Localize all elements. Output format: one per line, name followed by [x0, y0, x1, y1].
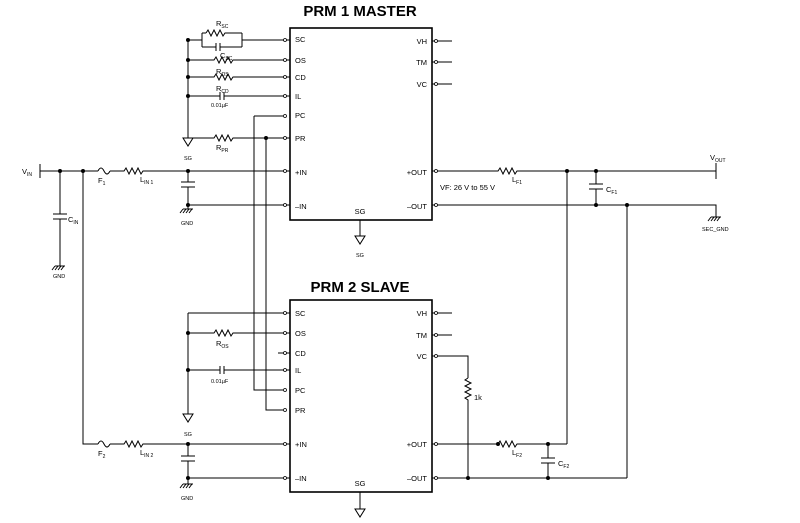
prm1-pin-tm: TM — [416, 58, 427, 67]
prm2-pin-tm: TM — [416, 331, 427, 340]
prm2-pin-il: IL — [295, 366, 301, 375]
pr-bus — [265, 138, 283, 411]
prm2-right-stubs — [432, 312, 469, 378]
cf2-label: CF2 — [558, 459, 569, 470]
c-il2-label: 0.01µF — [211, 379, 229, 385]
c-il1-label: 0.01µF — [211, 103, 229, 109]
lf1-label: LF1 — [512, 175, 522, 186]
cin-cap — [53, 171, 67, 262]
prm2-title: PRM 2 SLAVE — [311, 279, 410, 296]
prm1-bus-sg-symbol — [182, 133, 194, 147]
prm1-pin-minus-in: –IN — [295, 202, 307, 211]
cf1-label: CF1 — [606, 185, 617, 196]
prm2-pin-cd: CD — [295, 349, 306, 358]
prm2-pin-minus-out: –OUT — [407, 474, 427, 483]
prm1-title: PRM 1 MASTER — [303, 3, 417, 20]
prm1-pin-il: IL — [295, 92, 301, 101]
prm1-pin-plus-in: +IN — [295, 168, 307, 177]
prm2-pin-minus-in: –IN — [295, 474, 307, 483]
gnd-label-prm2: GND — [181, 496, 193, 502]
prm2-right-pins: VH TM VC +OUT –OUT — [407, 309, 428, 483]
prm2-pin-vc: VC — [417, 352, 428, 361]
vf-note: VF: 26 V to 55 V — [440, 183, 495, 192]
r-os2 — [188, 328, 290, 338]
input-rail-1 — [39, 164, 290, 178]
prm2-pin-plus-in: +IN — [295, 440, 307, 449]
prm2-box — [289, 299, 433, 493]
prm1-pin-vc: VC — [417, 80, 428, 89]
prm2-pin-os: OS — [295, 329, 306, 338]
prm1-pin-rings — [283, 38, 287, 140]
prm1-pin-sc: SC — [295, 35, 306, 44]
pc-bus — [253, 115, 283, 391]
prm2-pin-pr: PR — [295, 406, 306, 415]
prm1-sg-label: SG — [355, 207, 366, 216]
prm1-pin-pr: PR — [295, 134, 306, 143]
output-rail — [432, 163, 717, 179]
lin2-label: LIN 2 — [140, 448, 154, 459]
prm2-left-pins: SC OS CD IL PC PR +IN –IN — [295, 309, 307, 483]
gnd-label-prm1: GND — [181, 221, 193, 227]
cin-local-1 — [181, 171, 195, 205]
prm2-sg-symbol — [354, 504, 366, 518]
lin1-label: LIN 1 — [140, 175, 154, 186]
cf1-cap — [589, 171, 603, 205]
prm1-pin-os: OS — [295, 56, 306, 65]
gnd-symbol-cin — [51, 261, 66, 271]
cf2-cap — [541, 444, 555, 478]
r-pr — [188, 133, 290, 143]
sec-gnd-label: SEC_GND — [702, 227, 729, 233]
prm2-sg-label: SG — [355, 479, 366, 488]
prm1-pin-pc: PC — [295, 111, 306, 120]
r-cd — [188, 72, 290, 82]
vout-label: VOUT — [710, 153, 726, 164]
c-il2 — [188, 366, 290, 374]
r-sc-label: RSC — [216, 19, 229, 30]
prm1-sg-symbol — [354, 231, 366, 245]
prm1-pin-vh: VH — [417, 37, 427, 46]
prm1-pin-minus-out: –OUT — [407, 202, 427, 211]
prm2-bus-sg-symbol — [182, 409, 194, 423]
prm1-pin-cd: CD — [295, 73, 306, 82]
vin-label: VIN — [22, 167, 32, 178]
lf2-label: LF2 — [512, 448, 522, 459]
prm2-pin-pc: PC — [295, 386, 306, 395]
fuse-f2 — [97, 440, 111, 448]
prm1-box — [289, 27, 433, 221]
prm1-bus-sg-label: SG — [184, 156, 192, 162]
r-cd-label: RCD — [216, 84, 229, 95]
cin-local-2 — [181, 444, 195, 480]
prm2-bus-sg-label: SG — [184, 432, 192, 438]
f1-label: F1 — [98, 176, 106, 187]
r-pr-label: RPR — [216, 143, 229, 154]
prm2-pin-rings — [283, 311, 287, 412]
c-il1 — [188, 92, 290, 100]
cin-label: CIN — [68, 215, 79, 226]
prm1-right-pins: VH TM VC +OUT –OUT — [407, 37, 428, 211]
gnd-symbol-prm2 — [179, 479, 194, 489]
prm1-sg-net: SG — [356, 253, 364, 259]
r-os2-label: ROS — [216, 339, 229, 350]
r-1k-label: 1k — [474, 393, 482, 402]
prm1-pin-plus-out: +OUT — [407, 168, 428, 177]
output-return — [432, 204, 717, 213]
r-1k — [463, 377, 473, 478]
fuse-f1 — [97, 167, 111, 175]
prm2-pin-vh: VH — [417, 309, 427, 318]
gnd-label-cin: GND — [53, 274, 65, 280]
r-os1 — [188, 55, 290, 65]
sec-gnd-symbol — [707, 212, 722, 222]
prm2-pin-plus-out: +OUT — [407, 440, 428, 449]
f2-label: F2 — [98, 449, 106, 460]
input-rail-2 — [82, 171, 290, 449]
prm1-left-junctions — [186, 38, 190, 98]
r-os1-label: ROS — [216, 67, 229, 78]
prm2-pin-sc: SC — [295, 309, 306, 318]
prm1-left-pins: SC OS CD IL PC PR +IN –IN — [295, 35, 307, 211]
sc-network — [188, 28, 290, 51]
